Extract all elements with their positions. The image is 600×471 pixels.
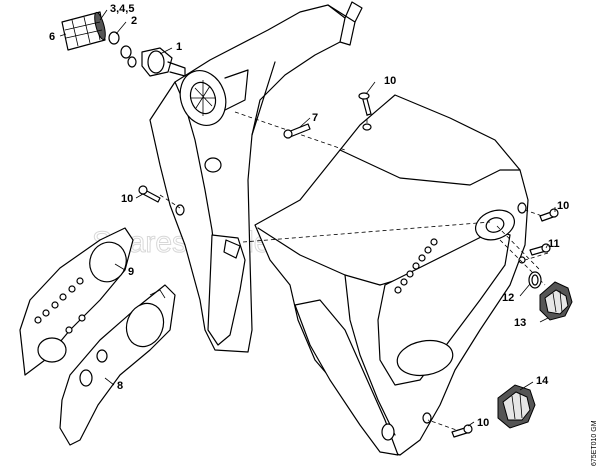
- label-part-10-left: 10: [121, 193, 133, 205]
- part-14-knob: [497, 384, 536, 429]
- label-part-12: 12: [502, 292, 514, 304]
- part-2-washer: [108, 31, 137, 68]
- part-labels: 3,4,5 2 6 1 10 7 10 10 11 9 12 13 8 14 1…: [49, 3, 569, 429]
- decal-9-icons: [34, 277, 86, 334]
- label-part-7: 7: [312, 112, 318, 124]
- label-part-3-4-5: 3,4,5: [110, 3, 134, 15]
- leader-lines: [59, 9, 556, 427]
- label-part-9: 9: [128, 266, 134, 278]
- label-part-11: 11: [548, 238, 560, 250]
- label-part-10-bottom: 10: [477, 417, 489, 429]
- part-13-knob: [539, 281, 573, 321]
- label-part-8: 8: [117, 380, 123, 392]
- main-housing: [175, 94, 529, 456]
- screw-part-10-left: [138, 185, 161, 203]
- indicator-holes: [394, 238, 438, 294]
- label-part-2: 2: [131, 15, 137, 27]
- part-12-o-ring: [528, 271, 542, 289]
- label-part-14: 14: [536, 375, 549, 387]
- label-part-6: 6: [49, 31, 55, 43]
- part-8-decal: [59, 284, 176, 446]
- label-part-10-top: 10: [384, 75, 396, 87]
- drawing-code: 675ET010 GM: [591, 420, 598, 466]
- part-1-shaft: [141, 47, 186, 77]
- part-9-decal: [19, 227, 134, 376]
- part-3-4-5-6-pin-set: [61, 11, 106, 51]
- label-part-1: 1: [176, 41, 182, 53]
- screw-part-10-bottom: [451, 424, 473, 438]
- label-part-10-right: 10: [557, 200, 569, 212]
- screw-part-7: [283, 123, 311, 139]
- screw-part-10-right: [539, 208, 559, 222]
- label-part-13: 13: [514, 317, 526, 329]
- handle-frame: [149, 1, 363, 353]
- screw-part-10-top: [358, 92, 372, 116]
